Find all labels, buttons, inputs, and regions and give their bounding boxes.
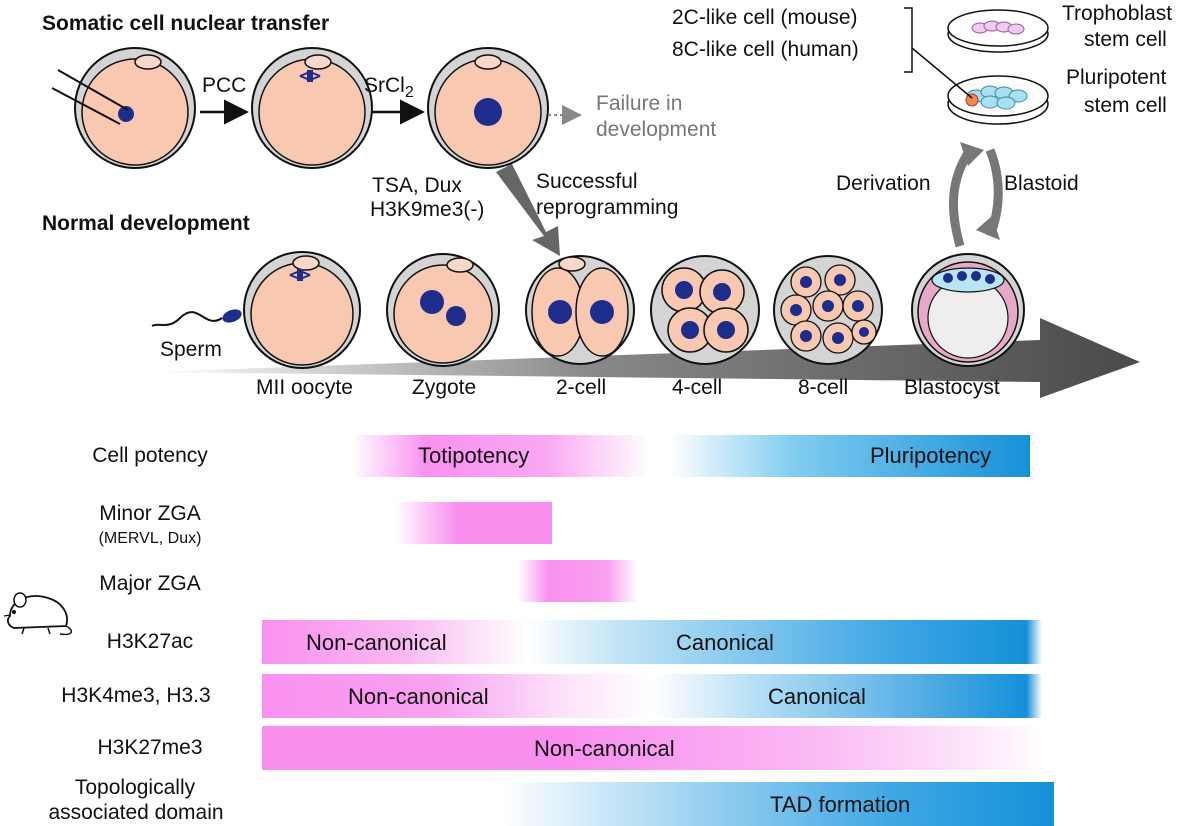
human-8c-label: 8C-like cell (human) — [672, 38, 859, 61]
h3k27me3-center-text: Non-canonical — [534, 736, 675, 761]
row-label-h3k27me3: H3K27me3 — [97, 736, 203, 759]
h3k4me3-left-text: Non-canonical — [348, 684, 489, 709]
mouse-icon — [3, 592, 73, 636]
scnt-cell-2 — [251, 47, 373, 169]
tsa-line-1: TSA, Dux — [372, 174, 462, 197]
reprogramming-arrow — [496, 164, 560, 256]
totipotency-bar — [352, 435, 650, 477]
stage-8-cell — [773, 255, 883, 365]
row-label-potency: Cell potency — [92, 444, 208, 467]
srcl-label: SrCl2 — [364, 74, 414, 102]
derivation-arrow — [949, 147, 974, 248]
pluripotent-line-1: Pluripotent — [1066, 66, 1167, 89]
stage-blastocyst — [911, 253, 1025, 367]
major-zga-bar — [518, 560, 638, 602]
pluripotent-dish — [947, 75, 1049, 125]
stage-zygote — [386, 253, 500, 367]
totipotency-text: Totipotency — [418, 443, 530, 468]
stage-label: 2-cell — [556, 376, 607, 399]
normal-title: Normal development — [42, 212, 250, 235]
h3k4me3-bar — [262, 674, 1042, 718]
row-label-minor-zga: Minor ZGA — [99, 502, 201, 525]
stage-4-cell — [650, 255, 760, 365]
stage-label: 4-cell — [672, 376, 723, 399]
blastoid-label: Blastoid — [1004, 172, 1079, 195]
tsa-line-2: H3K9me3(-) — [370, 198, 485, 221]
stage-2-cell — [525, 255, 635, 365]
stage-label: 8-cell — [798, 376, 849, 399]
timeline-arrow — [150, 318, 1140, 398]
row-label-tad-2: associated domain — [48, 801, 224, 824]
derivation-label: Derivation — [836, 172, 931, 195]
trophoblast-dish — [947, 9, 1049, 53]
success-line-1: Successful — [536, 170, 638, 193]
stage-label: Blastocyst — [904, 376, 1000, 399]
failure-line-2: development — [596, 118, 717, 141]
pluripotent-line-2: stem cell — [1084, 94, 1167, 117]
development-diagram — [51, 7, 1140, 398]
scnt-title: Somatic cell nuclear transfer — [42, 12, 330, 35]
pluripotency-text: Pluripotency — [870, 443, 992, 468]
row-label-h3k4me3: H3K4me3, H3.3 — [61, 684, 211, 707]
pluripotency-bar — [668, 435, 1030, 477]
mouse-2c-label: 2C-like cell (mouse) — [672, 6, 858, 29]
h3k27ac-left-text: Non-canonical — [306, 630, 447, 655]
row-label-tad-1: Topologically — [74, 776, 196, 799]
failure-line-1: Failure in — [596, 92, 683, 115]
minor-zga-bar — [394, 502, 552, 544]
h3k27ac-bar — [262, 620, 1042, 664]
sperm-label: Sperm — [160, 338, 222, 361]
scnt-cell-3 — [427, 47, 549, 169]
tad-bar — [500, 782, 1054, 826]
stage-mii-oocyte — [243, 251, 361, 369]
scnt-cell-1 — [51, 47, 196, 169]
trophoblast-line-1: Trophoblast — [1062, 2, 1173, 25]
h3k27ac-right-text: Canonical — [676, 630, 774, 655]
tad-center-text: TAD formation — [770, 792, 911, 817]
stage-label: Zygote — [412, 376, 477, 399]
stage-label: MII oocyte — [256, 376, 353, 399]
pcc-label: PCC — [202, 74, 247, 97]
h3k4me3-right-text: Canonical — [768, 684, 866, 709]
h3k27me3-bar — [262, 726, 1042, 770]
sperm-icon — [151, 309, 242, 327]
success-line-2: reprogramming — [536, 196, 679, 219]
row-label-h3k27ac: H3K27ac — [106, 630, 194, 653]
row-sublabel-minor-zga: (MERVL, Dux) — [98, 530, 202, 547]
trophoblast-line-2: stem cell — [1084, 28, 1167, 51]
row-label-major-zga: Major ZGA — [99, 572, 201, 595]
